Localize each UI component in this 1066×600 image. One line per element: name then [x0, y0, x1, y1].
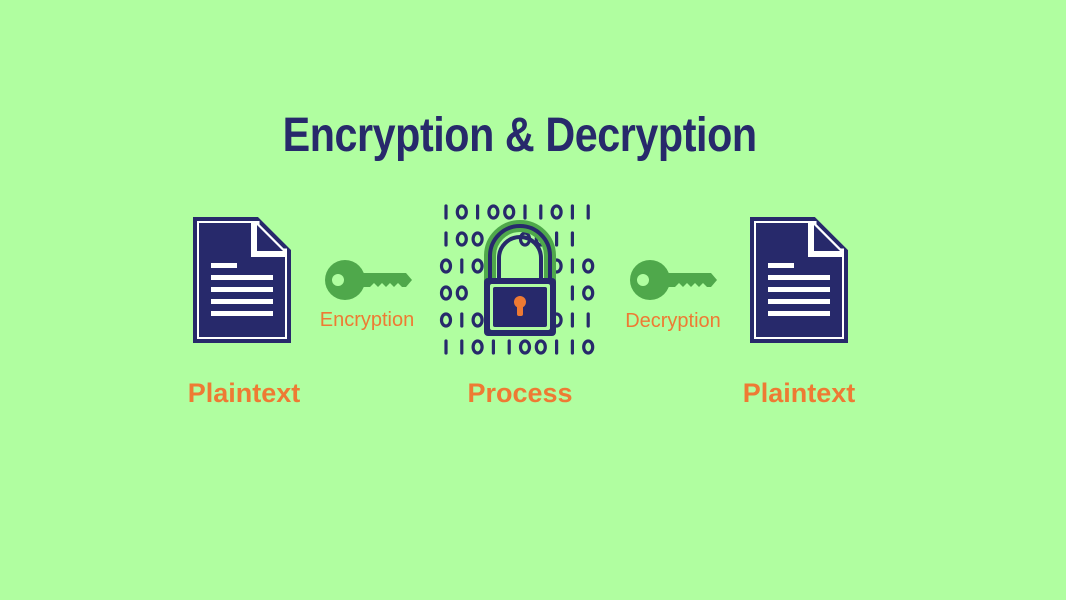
left-plaintext-label: Plaintext [187, 378, 301, 408]
diagram-title: Encryption & Decryption [0, 108, 1066, 163]
diagram-title-text: Encryption & Decryption [282, 109, 758, 162]
binary-zero [455, 204, 468, 220]
binary-zero [471, 258, 484, 274]
process-label: Process [467, 378, 573, 408]
binary-zero [471, 339, 484, 355]
encrypt-key-icon [325, 260, 412, 300]
binary-zero [534, 339, 547, 355]
binary-zero [471, 231, 484, 247]
encryption-label: Encryption [319, 309, 415, 331]
binary-zero [455, 285, 468, 301]
binary-zero [439, 258, 453, 274]
decrypt-key-icon [630, 260, 717, 300]
binary-zero [503, 204, 516, 220]
document-icon [750, 217, 848, 343]
binary-zero [582, 258, 595, 274]
document-icon [193, 217, 291, 343]
binary-zero [518, 339, 532, 355]
binary-zero [582, 285, 595, 301]
decryption-label: Decryption [625, 310, 721, 332]
binary-zero [471, 312, 484, 328]
binary-zero [439, 285, 453, 301]
padlock-binary-icon [439, 204, 595, 355]
binary-zero [582, 339, 595, 355]
binary-zero [439, 312, 453, 328]
binary-zero [455, 231, 468, 247]
binary-zero [487, 204, 500, 220]
binary-zero [550, 204, 563, 220]
right-plaintext-label: Plaintext [742, 378, 856, 408]
